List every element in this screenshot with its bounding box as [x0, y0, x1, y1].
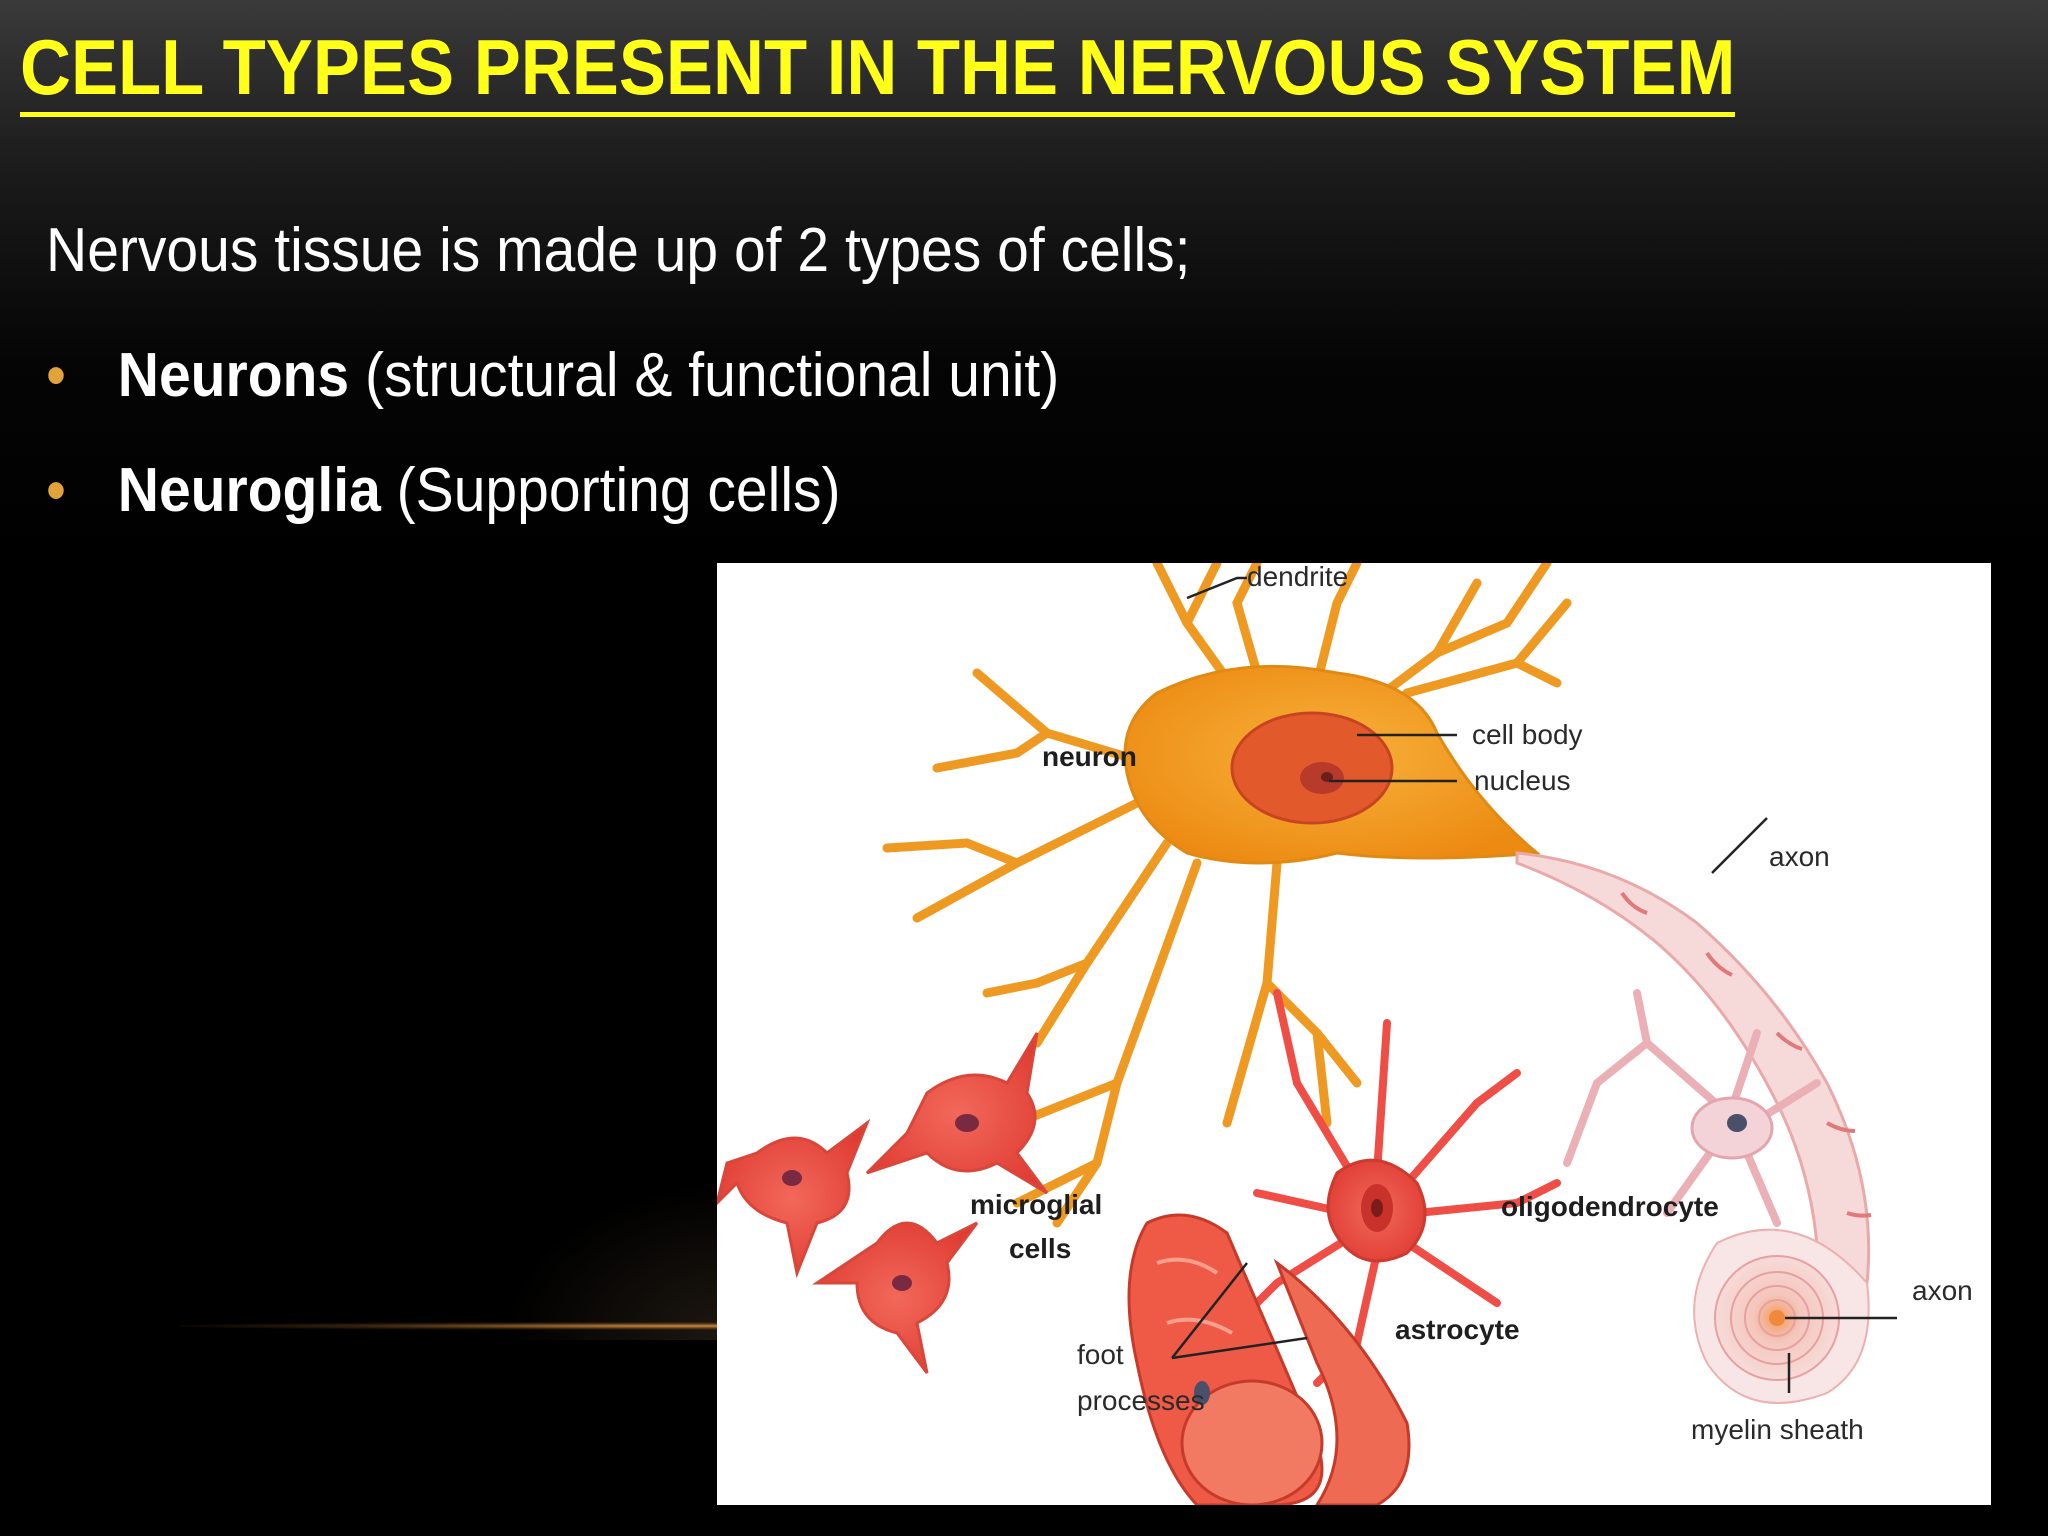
- bullet-dot-icon: •: [46, 341, 66, 410]
- cell-illustration: [717, 563, 1897, 1505]
- label-microglial: microglial: [970, 1189, 1103, 1220]
- microglial-cells: [717, 1032, 1049, 1374]
- bullet-desc: (structural & functional unit): [349, 341, 1060, 410]
- label-neuron: neuron: [1042, 741, 1137, 772]
- bullet-dot-icon: •: [46, 456, 66, 525]
- myelin-sheath-roll: [1693, 1228, 1870, 1404]
- bullet-neurons: •Neurons (structural & functional unit): [46, 345, 1059, 407]
- neuron-dendrites: [882, 563, 1572, 1228]
- label-axon-top: axon: [1769, 841, 1830, 872]
- label-cell-body: cell body: [1472, 719, 1583, 750]
- decorative-light-streak: [180, 1322, 740, 1330]
- label-astrocyte: astrocyte: [1395, 1314, 1520, 1345]
- bullet-term: Neurons: [117, 341, 350, 410]
- intro-text: Nervous tissue is made up of 2 types of …: [46, 216, 1191, 285]
- label-axon-bottom: axon: [1912, 1275, 1973, 1306]
- label-oligodendrocyte: oligodendrocyte: [1501, 1191, 1719, 1222]
- label-foot: foot: [1077, 1339, 1124, 1370]
- label-myelin-sheath: myelin sheath: [1691, 1414, 1864, 1445]
- decorative-glow: [500, 1180, 740, 1340]
- slide-title: CELL TYPES PRESENT IN THE NERVOUS SYSTEM: [20, 28, 1736, 117]
- bullet-neuroglia: •Neuroglia (Supporting cells): [46, 460, 841, 522]
- label-processes: processes: [1077, 1385, 1205, 1416]
- leader-lines: [1171, 576, 1897, 1393]
- nervous-system-diagram: dendrite neuron cell body nucleus axon m…: [717, 563, 1991, 1505]
- label-microglial-cells: cells: [1009, 1233, 1072, 1264]
- blood-vessel: [1127, 1213, 1411, 1505]
- label-nucleus: nucleus: [1474, 765, 1571, 796]
- label-dendrite: dendrite: [1247, 563, 1349, 592]
- bullet-desc: (Supporting cells): [380, 456, 841, 525]
- bullet-term: Neuroglia: [117, 456, 381, 525]
